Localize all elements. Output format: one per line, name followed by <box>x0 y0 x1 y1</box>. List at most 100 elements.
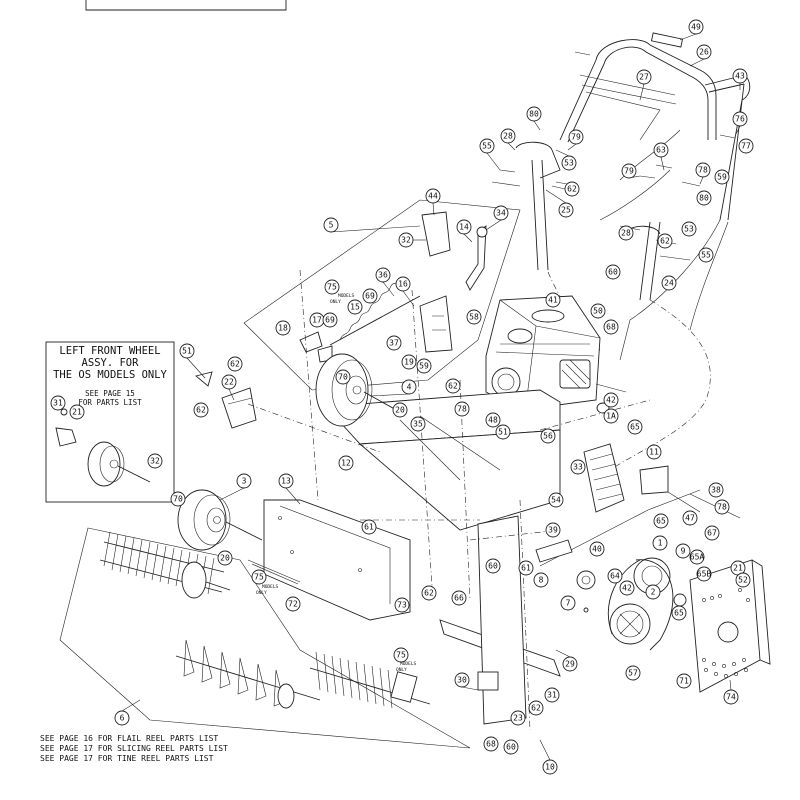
callout-60a: 60 <box>605 264 621 280</box>
svg-text:30: 30 <box>457 676 467 685</box>
callout-42a: 42 <box>603 392 619 408</box>
front-wheel-3 <box>177 489 263 551</box>
svg-text:73: 73 <box>397 601 407 610</box>
svg-text:2: 2 <box>651 588 656 597</box>
svg-text:21: 21 <box>733 564 743 573</box>
svg-text:ONLY: ONLY <box>330 299 341 305</box>
svg-text:69: 69 <box>365 292 375 301</box>
svg-text:40: 40 <box>592 545 602 554</box>
svg-text:42: 42 <box>622 584 632 593</box>
svg-text:60: 60 <box>506 743 516 752</box>
svg-text:23: 23 <box>513 714 523 723</box>
handle-assembly <box>491 32 751 471</box>
svg-text:10: 10 <box>545 763 555 772</box>
note-tine-reel: SEE PAGE 17 FOR TINE REEL PARTS LIST <box>40 754 214 763</box>
callout-26: 26 <box>696 44 712 60</box>
svg-text:75: 75 <box>396 651 406 660</box>
callout-43: 43 <box>732 68 748 84</box>
callout-72: 72 <box>285 596 301 612</box>
svg-text:65: 65 <box>656 517 666 526</box>
callout-6: 6 <box>114 710 130 726</box>
svg-text:13: 13 <box>281 477 291 486</box>
svg-text:6: 6 <box>120 714 125 723</box>
callout-50: 50 <box>590 303 606 319</box>
callout-51b: 51 <box>495 424 511 440</box>
callout-70a: 70 <box>335 369 351 385</box>
svg-text:80: 80 <box>699 194 709 203</box>
reference-notes: SEE PAGE 16 FOR FLAIL REEL PARTS LIST SE… <box>40 734 228 763</box>
callout-75a: 75 <box>324 279 340 295</box>
svg-text:18: 18 <box>278 324 288 333</box>
svg-text:44: 44 <box>428 192 438 201</box>
svg-text:19: 19 <box>404 358 414 367</box>
svg-text:21: 21 <box>72 408 82 417</box>
callout-39: 39 <box>545 522 561 538</box>
svg-text:42: 42 <box>606 396 616 405</box>
svg-text:11: 11 <box>649 448 659 457</box>
svg-text:66: 66 <box>454 594 464 603</box>
svg-text:32: 32 <box>150 457 160 466</box>
callout-15: 15 <box>347 299 363 315</box>
svg-text:62: 62 <box>196 406 206 415</box>
callout-34: 34 <box>493 205 509 221</box>
svg-text:22: 22 <box>224 378 234 387</box>
leader-lines <box>121 33 741 761</box>
svg-text:79: 79 <box>624 167 634 176</box>
svg-text:1A: 1A <box>606 412 616 421</box>
callout-31a: 31 <box>544 687 560 703</box>
callout-68b: 68 <box>483 736 499 752</box>
callout-36: 36 <box>375 267 391 283</box>
callout-54: 54 <box>548 492 564 508</box>
callout-76: 76 <box>732 111 748 127</box>
svg-text:24: 24 <box>664 279 674 288</box>
svg-text:43: 43 <box>735 72 745 81</box>
svg-text:26: 26 <box>699 48 709 57</box>
svg-text:76: 76 <box>735 115 745 124</box>
callout-29: 29 <box>562 656 578 672</box>
svg-text:68: 68 <box>486 740 496 749</box>
callout-22: 22 <box>221 374 237 390</box>
callout-80b: 80 <box>696 190 712 206</box>
callout-12: 12 <box>338 455 354 471</box>
svg-text:65: 65 <box>630 423 640 432</box>
callout-78a: 78 <box>695 162 711 178</box>
svg-text:31: 31 <box>53 399 63 408</box>
svg-text:ONLY: ONLY <box>396 667 407 673</box>
svg-text:78: 78 <box>717 503 727 512</box>
callout-77: 77 <box>738 138 754 154</box>
svg-text:74: 74 <box>726 693 736 702</box>
svg-text:57: 57 <box>628 669 638 678</box>
rear-wheel-4 <box>315 353 401 427</box>
svg-text:48: 48 <box>488 416 498 425</box>
svg-text:37: 37 <box>389 339 399 348</box>
callout-69b: 69 <box>322 312 338 328</box>
svg-text:62: 62 <box>567 185 577 194</box>
svg-text:72: 72 <box>288 600 298 609</box>
svg-text:51: 51 <box>498 428 508 437</box>
svg-text:32: 32 <box>401 236 411 245</box>
callout-79a: 79 <box>568 129 584 145</box>
deck-assembly <box>247 389 741 725</box>
callout-18: 18 <box>275 320 291 336</box>
callout-23: 23 <box>510 710 526 726</box>
callout-35: 35 <box>410 416 426 432</box>
svg-text:60: 60 <box>488 562 498 571</box>
svg-text:17: 17 <box>312 316 322 325</box>
callout-51a: 51 <box>179 343 195 359</box>
callout-25: 25 <box>558 202 574 218</box>
left-front-wheel-inset: LEFT FRONT WHEEL ASSY. FOR THE OS MODELS… <box>45 341 175 503</box>
svg-text:33: 33 <box>573 463 583 472</box>
svg-text:60: 60 <box>608 268 618 277</box>
callout-56: 56 <box>540 428 556 444</box>
svg-text:77: 77 <box>741 142 751 151</box>
svg-text:29: 29 <box>565 660 575 669</box>
callout-40: 40 <box>589 541 605 557</box>
callout-28a: 28 <box>500 128 516 144</box>
svg-text:65B: 65B <box>697 570 712 579</box>
svg-text:78: 78 <box>698 166 708 175</box>
callout-4: 4 <box>401 379 417 395</box>
callout-3: 3 <box>236 473 252 489</box>
svg-text:69: 69 <box>325 316 335 325</box>
svg-text:4: 4 <box>407 383 412 392</box>
svg-text:31: 31 <box>547 691 557 700</box>
